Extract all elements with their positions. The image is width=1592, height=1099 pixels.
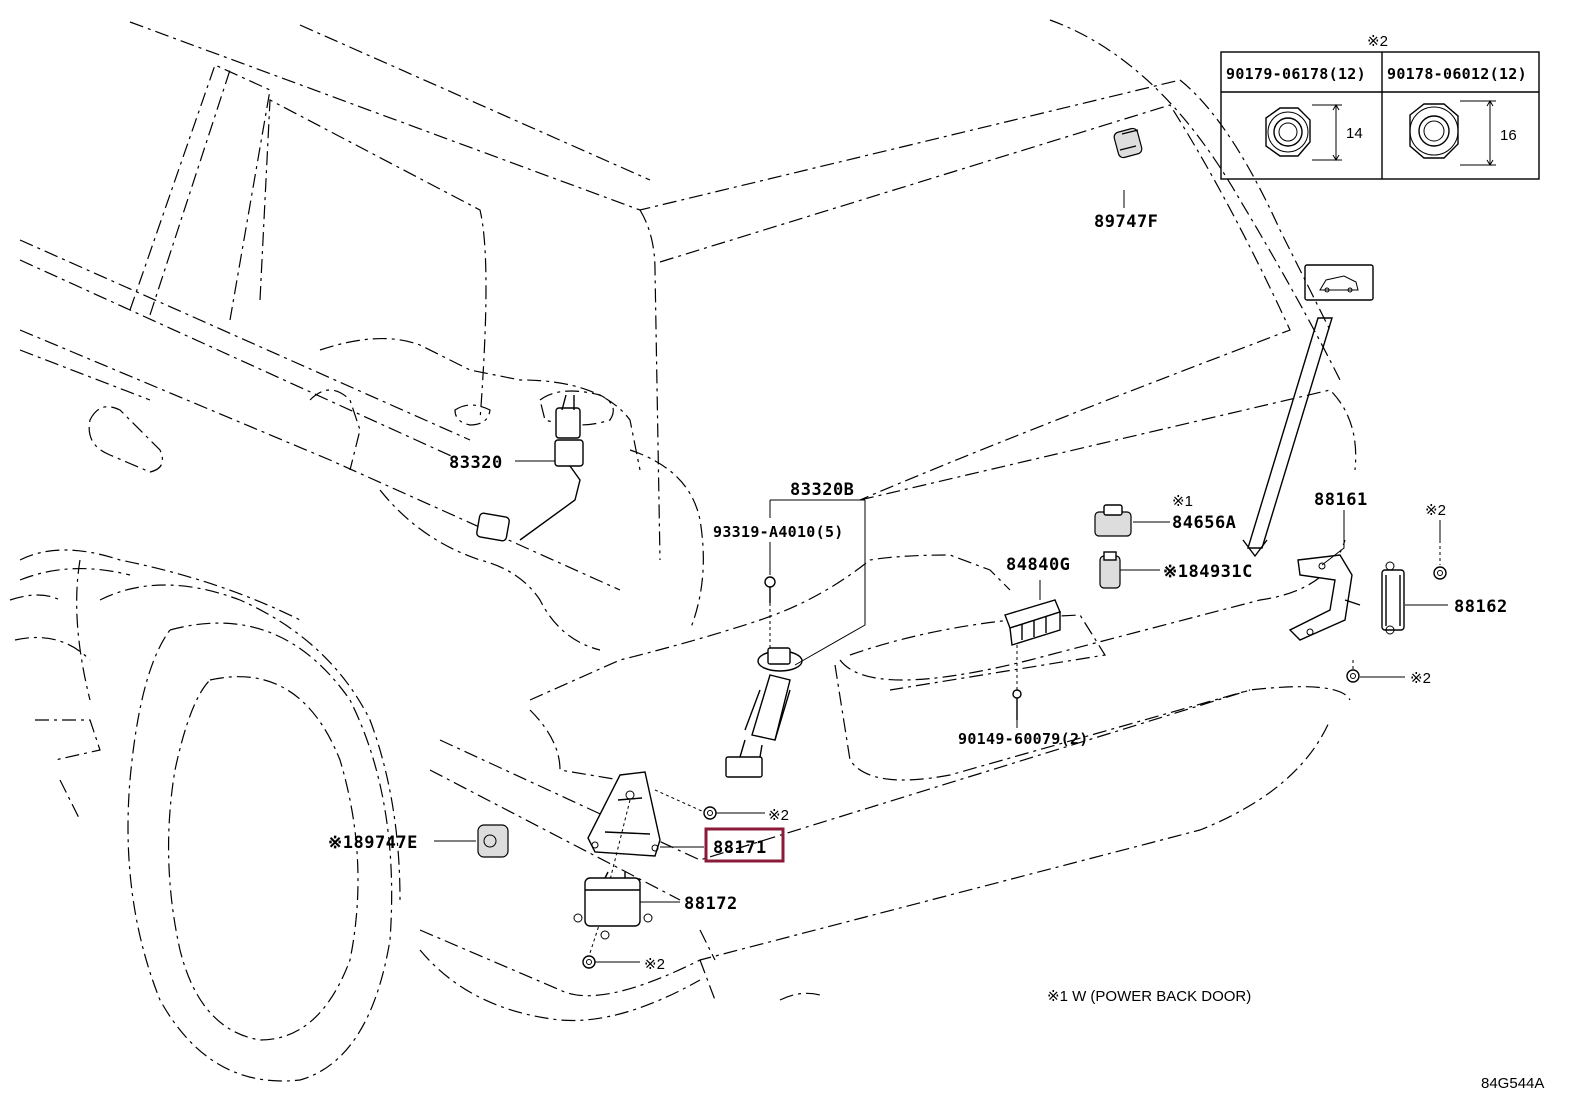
vehicle-body-outline [9, 19, 1357, 1082]
back-door-indicator [1304, 264, 1374, 301]
fastener-table-mark: ※2 [1367, 33, 1388, 50]
label-89747E[interactable]: ※189747E [328, 833, 418, 853]
fastener-table: ※2 90179-06178(12) 90178-06012(12) 14 16 [1220, 33, 1540, 180]
part-88172-graphic [573, 871, 653, 940]
label-mark-2-bottom: ※2 [644, 956, 665, 973]
part-89747E-graphic [477, 824, 509, 858]
label-83320B[interactable]: 83320B [790, 480, 854, 500]
fastener-col-2-dim: 16 [1500, 127, 1517, 144]
label-84931C[interactable]: ※184931C [1163, 562, 1253, 582]
label-mark-2-right: ※2 [1410, 670, 1431, 687]
nut-graphics [582, 540, 1447, 969]
part-84656A-graphic [1094, 504, 1132, 537]
part-84840G-graphic [1004, 599, 1061, 720]
label-84656A-mark: ※1 [1172, 493, 1193, 510]
parts-artwork [476, 127, 1447, 969]
nut-14-icon [1265, 104, 1342, 161]
fastener-col-1-dim: 14 [1346, 125, 1363, 142]
label-88162[interactable]: 88162 [1454, 597, 1508, 617]
label-88171[interactable]: 88171 [713, 838, 767, 858]
part-83320B-graphic [725, 647, 803, 778]
part-88161-graphic [1288, 554, 1361, 641]
label-83320[interactable]: 83320 [449, 453, 503, 473]
label-mark-2-top-right: ※2 [1425, 502, 1446, 519]
nut-16-icon [1409, 100, 1496, 166]
label-88161[interactable]: 88161 [1314, 490, 1368, 510]
part-labels: 83320 89747F 83320B 93319-A4010(5) ※1 84… [328, 212, 1508, 973]
label-88172[interactable]: 88172 [684, 894, 738, 914]
part-93319-graphic [764, 576, 776, 648]
fastener-col-1-part: 90179-06178(12) [1226, 65, 1366, 83]
part-83320-graphic [476, 394, 584, 542]
label-84656A[interactable]: 84656A [1172, 513, 1236, 533]
label-90149-60079[interactable]: 90149-60079(2) [958, 730, 1089, 748]
diagram-id: 84G544A [1481, 1075, 1544, 1092]
footnote: ※1 W (POWER BACK DOOR) [1047, 988, 1251, 1005]
part-89747F-graphic [1113, 127, 1143, 159]
part-88162-graphic [1381, 561, 1405, 635]
label-89747F[interactable]: 89747F [1094, 212, 1158, 232]
leader-lines [434, 190, 1448, 963]
label-84840G[interactable]: 84840G [1006, 555, 1070, 575]
fastener-col-2-part: 90178-06012(12) [1387, 65, 1527, 83]
part-88171-graphic [587, 771, 661, 881]
label-mark-2-center: ※2 [768, 807, 789, 824]
label-93319-A4010[interactable]: 93319-A4010(5) [713, 523, 844, 541]
part-84931C-graphic [1099, 551, 1121, 589]
highlight-box-88171 [704, 827, 785, 863]
